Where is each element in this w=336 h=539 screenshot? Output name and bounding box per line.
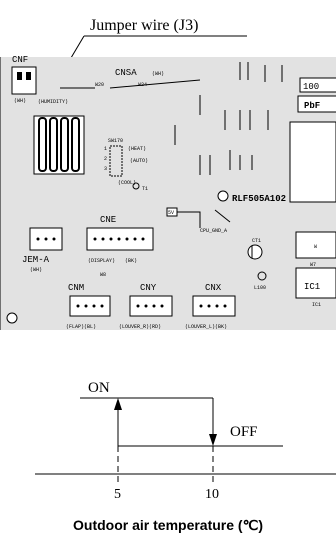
cnsa-color-label: (WH) bbox=[152, 71, 164, 77]
ic1-chip bbox=[295, 267, 336, 299]
w20-label: W20 bbox=[95, 82, 104, 88]
ic1-label: IC1 bbox=[304, 282, 320, 292]
cnf-connector bbox=[11, 66, 37, 95]
switch-cool: (COOL) bbox=[118, 180, 136, 186]
switch-name: SW170 bbox=[108, 138, 123, 144]
jumper-wire-j3 bbox=[60, 117, 69, 172]
cnf-pin bbox=[26, 72, 31, 80]
temperature-switch-graph: ON OFF 5 10 Outdoor air temperature (℃) bbox=[35, 380, 336, 533]
5v-label: 5V bbox=[168, 210, 174, 216]
off-label: OFF bbox=[230, 424, 258, 440]
jem-a-color-label: (WH) bbox=[30, 267, 42, 273]
humidity-label: (HUMIDITY) bbox=[38, 99, 68, 105]
tick-5: 5 bbox=[114, 487, 121, 502]
cnx-label: CNX bbox=[205, 283, 222, 293]
cnsa-label: CNSA bbox=[115, 68, 137, 78]
via-hole bbox=[217, 190, 229, 202]
t1-label: T1 bbox=[142, 186, 148, 192]
l100-label: L100 bbox=[254, 285, 266, 291]
code-box bbox=[299, 77, 336, 93]
axis-title: Outdoor air temperature (℃) bbox=[73, 517, 263, 533]
part-number: RLF505A102 bbox=[232, 194, 286, 204]
jumper-wire-j4 bbox=[71, 117, 80, 172]
display-color-label: (BK) bbox=[125, 258, 137, 264]
cpu-gnd-label: CPU_GND_A bbox=[200, 228, 227, 234]
cnm-label: CNM bbox=[68, 283, 84, 293]
jem-a-label: JEM-A bbox=[22, 255, 50, 265]
ct1-capacitor bbox=[247, 244, 263, 260]
pcb-board-diagram: Jumper wire (J3) CNF (WH) (HUMIDITY) CNS… bbox=[0, 17, 336, 364]
code-100-label: 100 bbox=[303, 82, 319, 92]
jem-a-pins bbox=[36, 237, 56, 241]
switch-pos3: 3 bbox=[104, 166, 107, 172]
w7-label: W7 bbox=[310, 262, 316, 268]
louver-r-label: (LOUVER_R)(RD) bbox=[119, 324, 161, 330]
cny-connector bbox=[129, 295, 173, 317]
chip-outline bbox=[289, 121, 336, 203]
resistor-array bbox=[174, 62, 283, 175]
trace-5v bbox=[177, 209, 231, 228]
cnm-connector bbox=[69, 295, 111, 317]
cny-label: CNY bbox=[140, 283, 157, 293]
l100-inductor bbox=[257, 271, 267, 281]
ct1-label: CT1 bbox=[252, 238, 261, 244]
louver-l-label: (LOUVER_L)(BK) bbox=[185, 324, 227, 330]
cne-pins bbox=[93, 237, 145, 241]
cnx-connector bbox=[192, 295, 236, 317]
pbf-box bbox=[297, 95, 336, 113]
switch-body bbox=[109, 145, 123, 177]
board-gap bbox=[0, 330, 336, 364]
pbf-label: PbF bbox=[304, 101, 320, 111]
cn-pins bbox=[76, 304, 227, 308]
on-label: ON bbox=[88, 380, 110, 396]
w-label: W bbox=[314, 244, 317, 250]
switch-pos2: 2 bbox=[104, 156, 107, 162]
w-component bbox=[295, 231, 336, 259]
cnf-label: CNF bbox=[12, 55, 28, 65]
trace-w20 bbox=[60, 79, 201, 89]
switch-auto: (AUTO) bbox=[130, 158, 148, 164]
switch-pos1: 1 bbox=[104, 146, 107, 152]
ic1-small-label: IC1 bbox=[312, 302, 321, 308]
cnf-pin bbox=[17, 72, 22, 80]
cnf-color-label: (WH) bbox=[14, 98, 26, 104]
switch-off-arrow bbox=[209, 434, 217, 446]
jumper-wire-callout-label: Jumper wire (J3) bbox=[90, 17, 198, 34]
mount-hole bbox=[6, 312, 18, 324]
t1-pad bbox=[132, 182, 140, 190]
cne-label: CNE bbox=[100, 215, 116, 225]
display-label: (DISPLAY) bbox=[88, 258, 115, 264]
jumper-wire-j1 bbox=[38, 117, 47, 172]
switch-on-arrow bbox=[114, 398, 122, 410]
flap-label: (FLAP)(BL) bbox=[66, 324, 96, 330]
tick-10: 10 bbox=[205, 487, 219, 502]
switch-heat: (HEAT) bbox=[128, 146, 146, 152]
jumper-block bbox=[33, 115, 85, 175]
jumper-wire-j2 bbox=[49, 117, 58, 172]
w8-label: W8 bbox=[100, 272, 106, 278]
